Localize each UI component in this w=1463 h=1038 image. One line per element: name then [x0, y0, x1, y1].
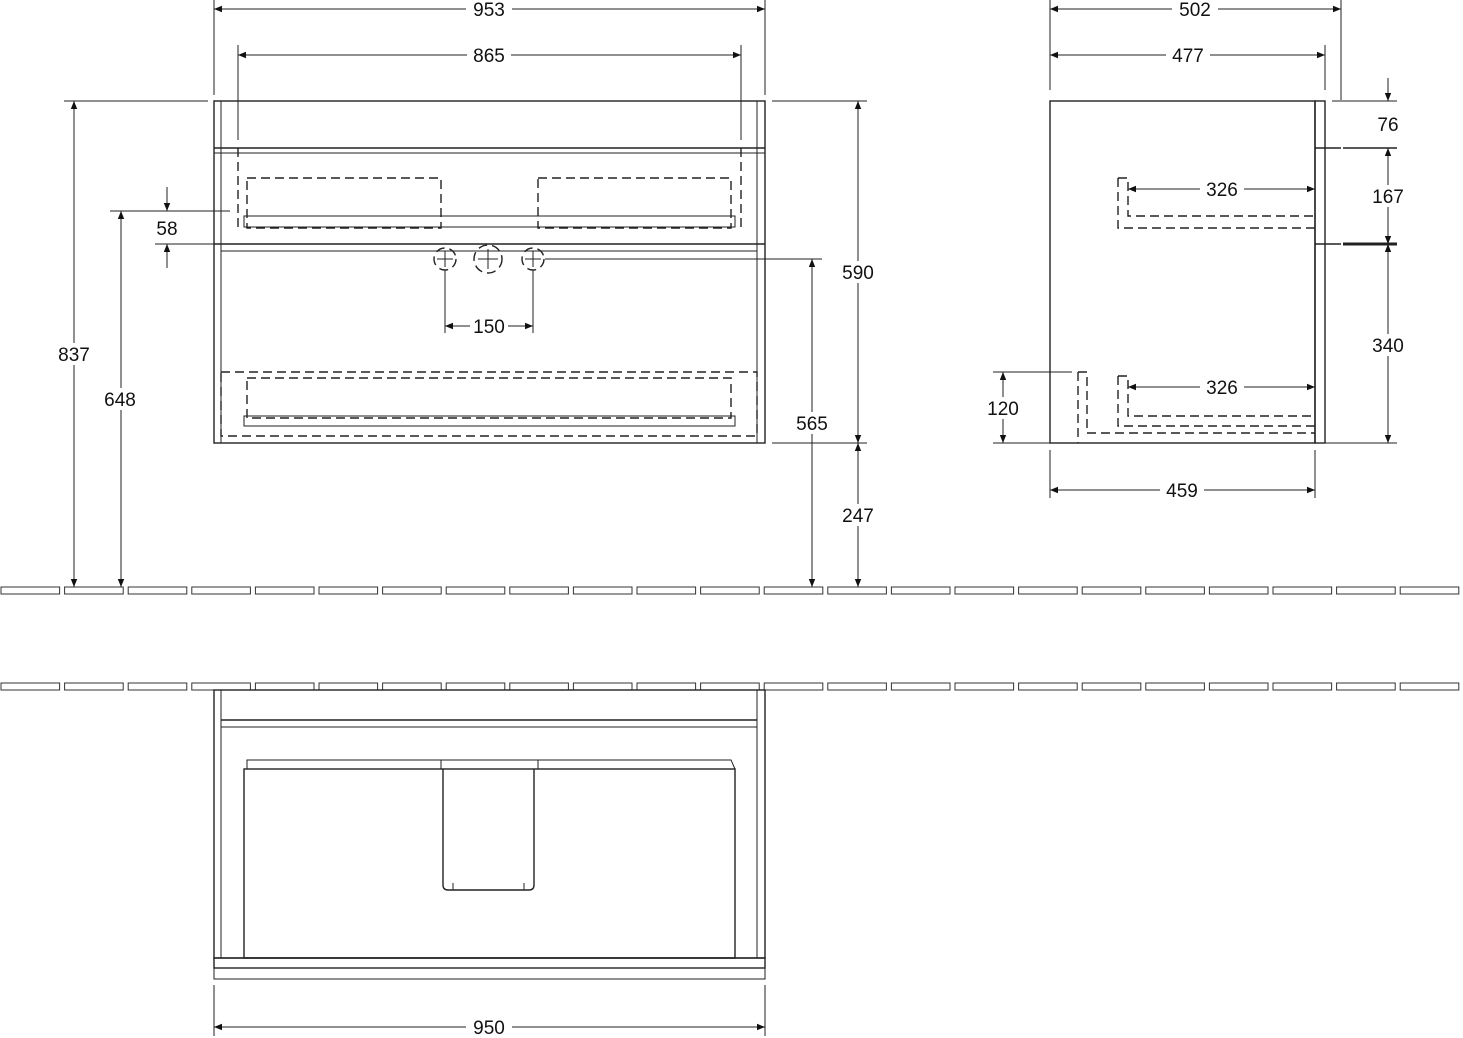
floor-segment: [254, 682, 315, 691]
dim-floor-clearance: 247: [842, 506, 874, 527]
floor-segment: [0, 586, 61, 595]
floor-segment: [1208, 682, 1269, 691]
floor-segment: [64, 682, 124, 691]
floor-segment: [700, 586, 760, 595]
floor-segment: [1018, 586, 1078, 595]
floor-segment: [1018, 682, 1078, 691]
floor-segment: [636, 682, 697, 691]
floor-segment: [1081, 586, 1142, 595]
floor-segment: [445, 586, 506, 595]
floor-segment: [763, 682, 824, 691]
floor-segment: [1272, 682, 1333, 691]
dim-upper-drawer-depth: 326: [1206, 180, 1238, 201]
floor-segment: [1399, 586, 1460, 595]
dim-lower-drawer: 340: [1372, 336, 1404, 357]
floor-segment: [1208, 586, 1269, 595]
upper-drawer-right-hidden: [537, 177, 732, 229]
dim-lower-drawer-depth: 326: [1206, 378, 1238, 399]
floor-segment: [509, 586, 569, 595]
floor-segment: [1081, 682, 1142, 691]
floor-segment: [127, 682, 188, 691]
dim-top-thickness: 76: [1377, 115, 1398, 136]
upper-drawer-left-hidden: [246, 177, 442, 229]
dim-overall-width: 953: [473, 0, 505, 21]
floor-segment: [827, 586, 887, 595]
floor-segment: [445, 682, 506, 691]
floor-segment: [1145, 682, 1205, 691]
dim-overall-height: 837: [58, 345, 90, 366]
dim-inner-depth: 459: [1166, 481, 1198, 502]
floor-segment: [1399, 682, 1460, 691]
floor-segment: [509, 682, 569, 691]
floor-segment: [191, 682, 251, 691]
floor-segment: [127, 586, 188, 595]
drawer-body-plan: [243, 768, 736, 959]
dim-plan-width: 950: [473, 1018, 505, 1038]
floor-segment: [0, 682, 61, 691]
floor-segment: [1272, 586, 1333, 595]
floor-segment: [64, 586, 124, 595]
floor-segment: [890, 682, 951, 691]
floor-segment: [1336, 586, 1396, 595]
plan-outline: [213, 689, 766, 959]
floor-segment: [954, 586, 1015, 595]
wall-line-plan-view: [0, 682, 1460, 691]
floor-segment: [382, 682, 442, 691]
side-elevation: [1049, 100, 1397, 444]
plan-view: [213, 689, 766, 980]
siphon-cutout: [442, 769, 535, 891]
dim-siphon-height: 648: [104, 390, 136, 411]
floor-line-front-elevation: [0, 586, 1460, 595]
floor-segment: [954, 682, 1015, 691]
floor-segment: [382, 586, 442, 595]
side-cabinet-outline: [1049, 100, 1316, 444]
dimension-labels: 953 865 837 648 58 150 590 565 247 502 4…: [56, 0, 1407, 1038]
front-elevation: [213, 100, 766, 444]
floor-segment: [763, 586, 824, 595]
dim-tap-spacing: 150: [473, 317, 505, 338]
floor-segment: [572, 682, 633, 691]
cabinet-outline: [213, 100, 766, 444]
drawer-front-side: [1314, 100, 1326, 444]
floor-segment: [254, 586, 315, 595]
dimension-lines: [64, 0, 1397, 1036]
floor-segment: [572, 586, 633, 595]
dim-drawer-gap: 58: [156, 219, 177, 240]
dim-plinth: 120: [987, 399, 1019, 420]
floor-segment: [636, 586, 697, 595]
floor-segment: [318, 682, 379, 691]
dim-upper-drawer: 167: [1372, 187, 1404, 208]
tap-hole-left-icon: [433, 247, 457, 271]
tap-hole-right-icon: [521, 247, 545, 271]
dim-side-depth-body: 477: [1172, 46, 1204, 67]
floor-segment: [318, 586, 379, 595]
floor-segment: [1145, 586, 1205, 595]
floor-segment: [1336, 682, 1396, 691]
floor-segment: [191, 586, 251, 595]
dim-inner-width: 865: [473, 46, 505, 67]
dim-cabinet-height: 590: [842, 263, 874, 284]
dim-outlet-height: 565: [796, 414, 828, 435]
lower-drawer-hidden: [220, 371, 758, 437]
tap-hole-center-icon: [473, 244, 503, 274]
floor-segment: [827, 682, 887, 691]
floor-segment: [890, 586, 951, 595]
dim-side-depth-overall: 502: [1179, 0, 1211, 21]
floor-segment: [700, 682, 760, 691]
